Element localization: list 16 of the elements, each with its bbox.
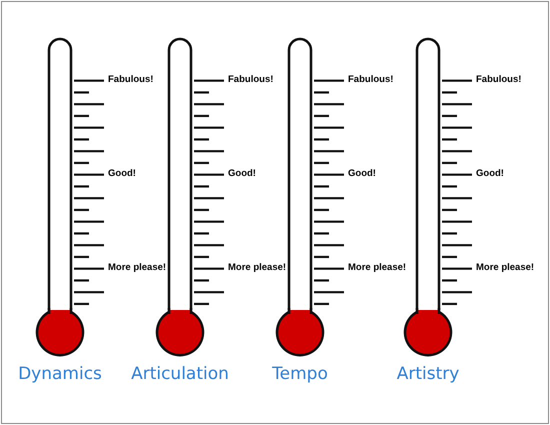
scale-label: More please! xyxy=(476,262,534,274)
scale-label: More please! xyxy=(348,262,406,274)
scale-label: More please! xyxy=(228,262,286,274)
scale-label: Fabulous! xyxy=(228,74,274,86)
thermometer-label: Artistry xyxy=(396,364,460,384)
scale-label: More please! xyxy=(108,262,166,274)
scale-label: Fabulous! xyxy=(476,74,522,86)
scale-label: Good! xyxy=(108,168,136,180)
thermometer-label: Tempo xyxy=(272,364,328,384)
thermometer-label: Dynamics xyxy=(18,364,102,384)
scale-label: Good! xyxy=(476,168,504,180)
scale-label: Fabulous! xyxy=(348,74,394,86)
thermometer-label: Articulation xyxy=(131,364,229,384)
scale-label: Good! xyxy=(228,168,256,180)
scale-label: Good! xyxy=(348,168,376,180)
scale-label: Fabulous! xyxy=(108,74,154,86)
